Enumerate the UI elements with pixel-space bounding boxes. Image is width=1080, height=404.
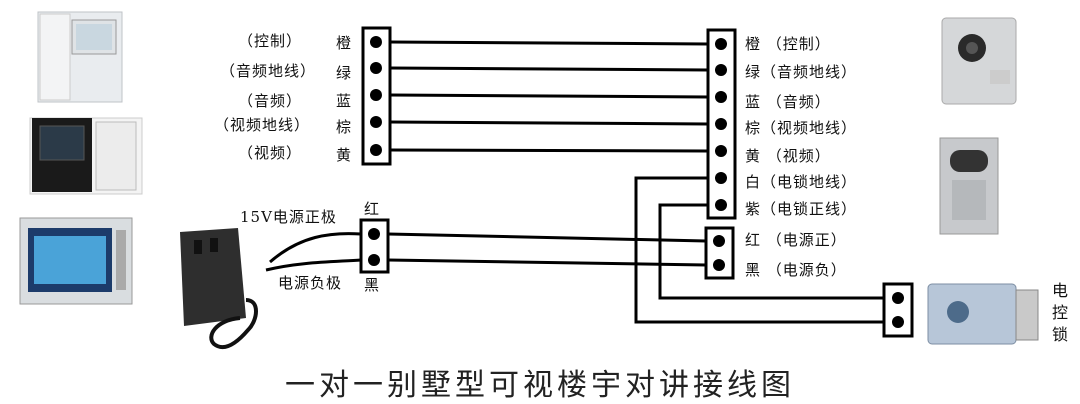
right-label-0: 橙 （控制）: [745, 35, 831, 53]
electric-lock-image: [927, 283, 1039, 345]
lock-terminal-block: [882, 282, 914, 338]
indoor-monitor-1-image: [37, 11, 123, 103]
left-color-brown: 棕: [336, 118, 353, 136]
left-power-terminal-block: [359, 218, 390, 274]
power-positive-label: 15V电源正极: [240, 208, 337, 226]
electric-lock-label: 电 控 锁: [1052, 281, 1070, 344]
left-label-audio-ground: （音频地线）: [220, 62, 317, 80]
door-station-1-image: [941, 17, 1017, 105]
right-label-8: 黑 （电源负）: [745, 261, 847, 279]
left-color-blue: 蓝: [336, 92, 353, 110]
left-terminal-block: [361, 26, 392, 166]
power-adapter-image: [180, 228, 258, 350]
right-label-7: 红 （电源正）: [745, 231, 847, 249]
power-negative-label: 电源负极: [278, 274, 343, 292]
right-label-2: 蓝 （音频）: [745, 93, 831, 111]
power-wires: [265, 232, 707, 272]
right-label-1: 绿（音频地线）: [745, 63, 858, 81]
right-label-4: 黄 （视频）: [745, 147, 831, 165]
indoor-monitor-3-image: [19, 217, 133, 305]
left-label-video: （视频）: [238, 144, 303, 162]
left-label-audio: （音频）: [238, 92, 303, 110]
right-label-3: 棕（视频地线）: [745, 119, 858, 137]
diagram-title: 一对一别墅型可视楼宇对讲接线图: [285, 368, 795, 403]
power-black-label: 黑: [364, 276, 381, 294]
right-label-5: 白（电锁地线）: [745, 173, 858, 191]
right-power-terminal-block: [704, 226, 735, 280]
signal-wires: [389, 40, 709, 153]
lock-wires: [634, 176, 884, 324]
door-station-2-image: [939, 137, 999, 235]
power-red-label: 红: [364, 200, 381, 218]
left-color-green: 绿: [336, 64, 353, 82]
indoor-monitor-2-image: [29, 117, 143, 195]
left-color-yellow: 黄: [336, 146, 353, 164]
left-label-video-ground: （视频地线）: [214, 116, 311, 134]
right-label-6: 紫（电锁正线）: [745, 200, 858, 218]
left-label-control: （控制）: [238, 32, 303, 50]
right-terminal-block: [706, 28, 737, 220]
left-color-orange: 橙: [336, 34, 353, 52]
